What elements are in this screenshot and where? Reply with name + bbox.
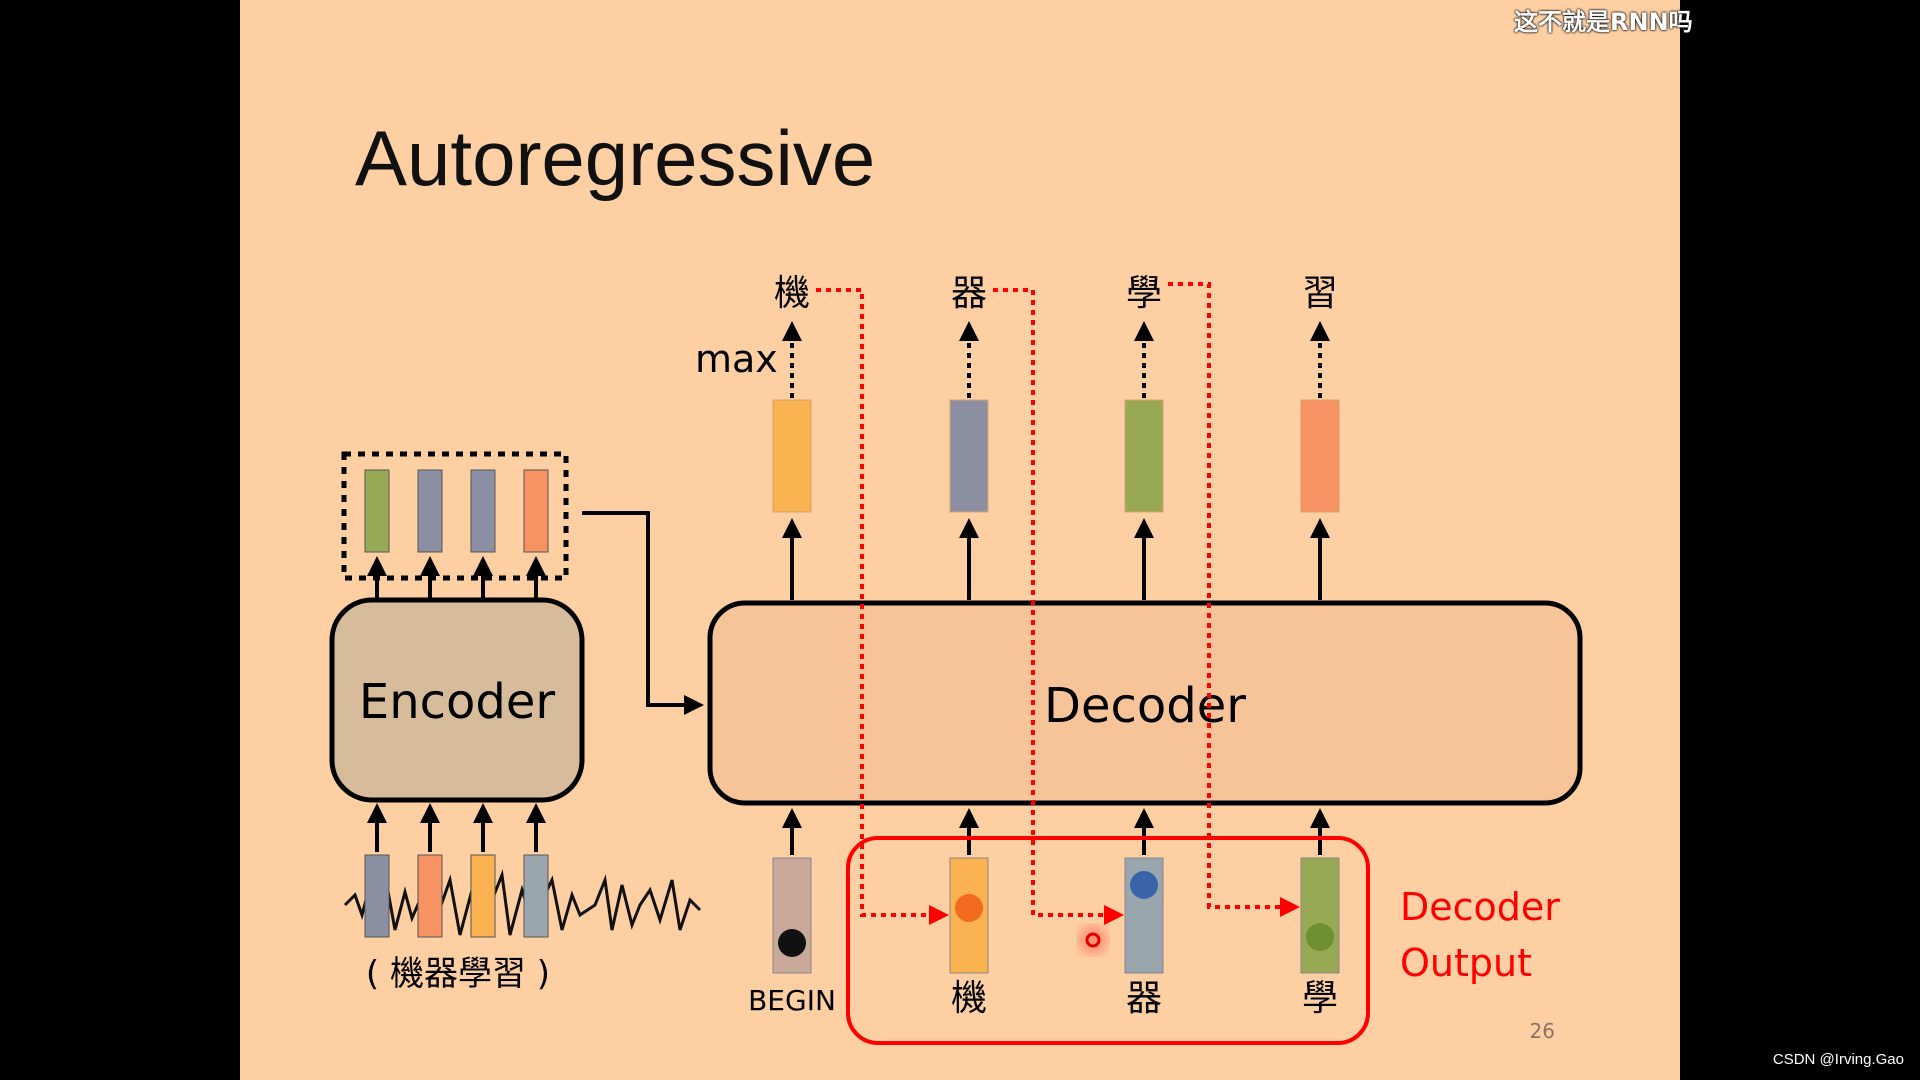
feedback-arrow	[1168, 282, 1300, 917]
encoder-output-vectors	[364, 469, 549, 600]
encoder-output-vector	[364, 469, 390, 553]
decoder-input-vector	[1300, 857, 1340, 974]
encoder-input-vectors	[364, 803, 549, 938]
encoder-input-caption: ( 機器學習 )	[366, 954, 550, 994]
encoder-output-frame	[341, 451, 569, 581]
encoder-input-vector	[523, 854, 549, 938]
decoder-output-vector	[949, 399, 989, 513]
decoder-output-char: 習	[1302, 273, 1338, 314]
slide: Autoregressive Encoder ( 機器學習 ) Decoder …	[240, 0, 1680, 1080]
decoder-output-vector	[1300, 399, 1340, 513]
encoder-output-vector	[523, 469, 549, 553]
decoder-input-dot	[1306, 923, 1334, 951]
decoder-output-vectors: 機器學習	[772, 273, 1340, 600]
page-number: 26	[1530, 1019, 1555, 1043]
decoder-output-label-line2: Output	[1400, 941, 1532, 985]
audio-waveform	[343, 869, 702, 936]
encoder-input-vector	[470, 854, 496, 938]
decoder-block: Decoder	[707, 600, 1583, 806]
max-label: max	[695, 337, 778, 381]
decoder-input-dot	[955, 894, 983, 922]
decoder-input-vectors: BEGIN 機 器 學	[748, 808, 1340, 1019]
encoder-input-vector	[417, 854, 443, 938]
decoder-output-vector	[772, 399, 812, 513]
decoder-input-label: BEGIN	[748, 984, 836, 1017]
encoder-block: Encoder	[329, 597, 585, 803]
decoder-input-label: 機	[951, 978, 987, 1019]
decoder-output-char: 器	[951, 273, 987, 314]
credit-text: CSDN @Irving.Gao	[1772, 1051, 1904, 1068]
watermark-text: 这不就是RNN吗	[1514, 8, 1693, 36]
decoder-output-char: 學	[1126, 273, 1162, 314]
decoder-output-frame	[846, 836, 1370, 1045]
decoder-label: Decoder	[1044, 678, 1246, 734]
decoder-output-char: 機	[774, 273, 810, 314]
slide-title: Autoregressive	[355, 114, 875, 202]
encoder-output-vector	[417, 469, 443, 553]
decoder-input-label: 學	[1302, 978, 1338, 1019]
decoder-input-dot	[778, 929, 806, 957]
decoder-output-vector	[1124, 399, 1164, 513]
encoder-label: Encoder	[359, 674, 556, 730]
encoder-to-decoder-arrow	[582, 511, 704, 715]
decoder-box	[707, 600, 1583, 806]
feedback-arrow	[816, 288, 949, 925]
feedback-arrows	[816, 282, 1300, 925]
laser-pointer	[1079, 926, 1107, 954]
feedback-arrow	[993, 288, 1124, 925]
encoder-output-vector	[470, 469, 496, 553]
decoder-input-dot	[1130, 871, 1158, 899]
decoder-input-label: 器	[1126, 978, 1162, 1019]
autoregressive-diagram: Autoregressive Encoder ( 機器學習 ) Decoder …	[329, 114, 1583, 1045]
decoder-output-label-line1: Decoder	[1400, 885, 1560, 929]
encoder-input-vector	[364, 854, 390, 938]
encoder-box	[329, 597, 585, 803]
